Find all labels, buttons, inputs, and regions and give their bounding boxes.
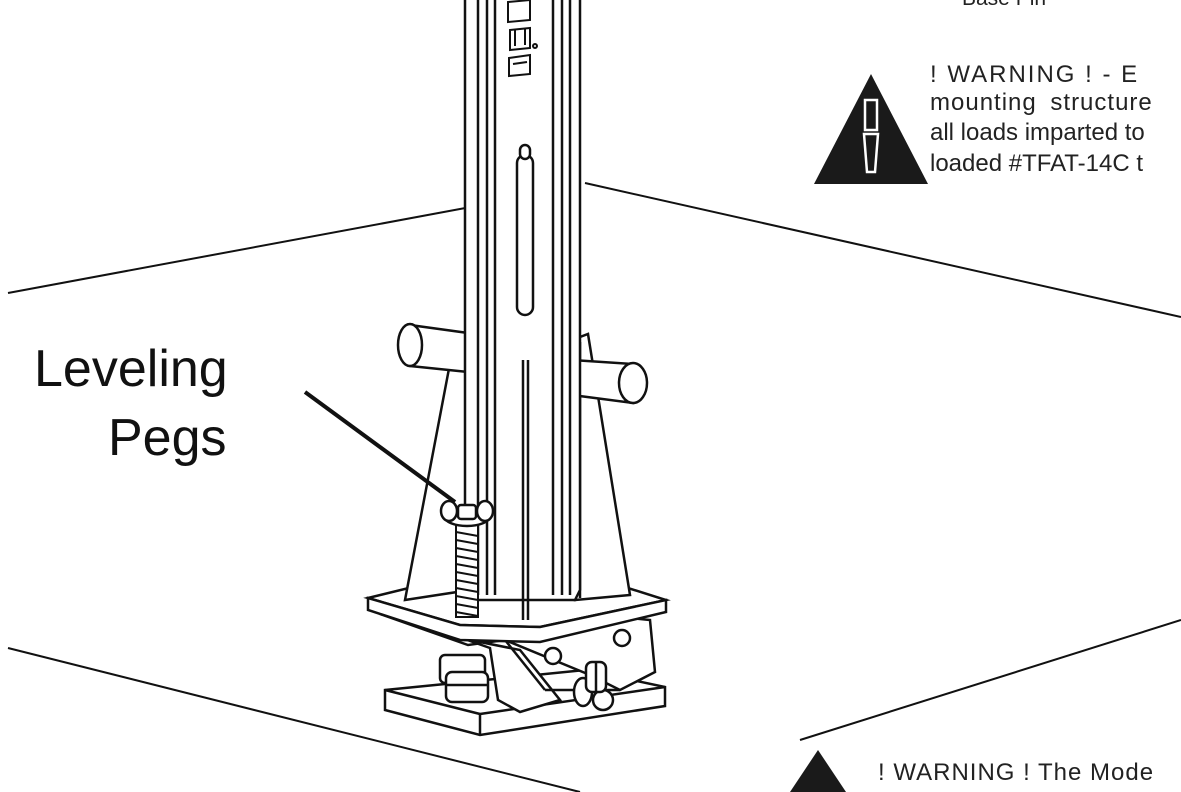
warning-1-line1: ! WARNING ! - E <box>930 61 1140 88</box>
warning-1-line4: loaded #TFAT-14C t <box>930 150 1143 177</box>
floor-plane <box>7 182 1181 792</box>
warning-triangle-icon <box>790 750 846 792</box>
top-part-label: Base Pin <box>962 0 1046 11</box>
warning-triangle-icon <box>814 74 928 184</box>
callout-label-line2: Pegs <box>108 409 227 467</box>
leveling-nut <box>444 670 490 704</box>
leveling-screw <box>455 524 479 618</box>
warning-1-line3: all loads imparted to <box>930 119 1145 146</box>
mast-column <box>463 0 582 620</box>
callout-label-line1: Leveling <box>34 340 228 398</box>
callout-leader-line <box>303 390 457 504</box>
leveling-peg-wing-nut <box>439 499 495 528</box>
pull-pin <box>572 660 615 712</box>
warning-2-text: ! WARNING ! The Mode <box>878 759 1155 786</box>
handle-peg-right <box>570 358 649 405</box>
mast-logo <box>507 0 538 78</box>
warning-1-line2: mounting structure <box>930 89 1153 116</box>
handle-peg-left <box>396 322 470 374</box>
